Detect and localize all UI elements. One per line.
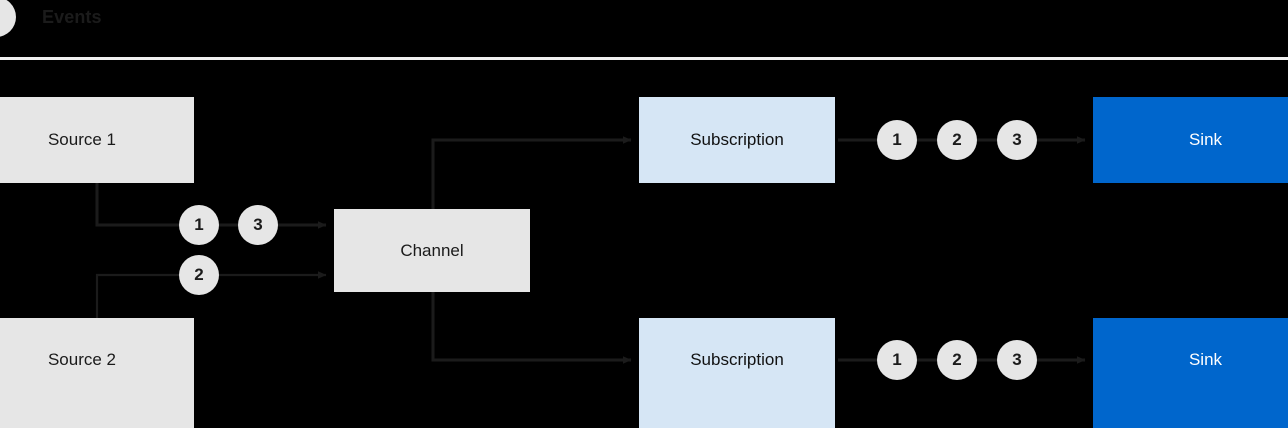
- node-subscription-top-label: Subscription: [690, 130, 784, 149]
- node-channel-label: Channel: [400, 240, 464, 260]
- node-sink-bottom-label: Sink: [1188, 350, 1223, 369]
- node-source-1[interactable]: Source 1: [0, 97, 194, 183]
- node-subscription-top[interactable]: Subscription: [639, 97, 835, 183]
- node-channel[interactable]: Channel: [334, 209, 530, 292]
- node-subscription-bottom[interactable]: Subscription: [639, 318, 835, 428]
- event-token: 2: [937, 340, 977, 380]
- legend: Events: [0, 0, 300, 37]
- node-sink-bottom[interactable]: Sink: [1093, 318, 1288, 428]
- header-divider: [0, 57, 1288, 60]
- node-source-2-label: Source 2: [47, 350, 117, 369]
- node-subscription-bottom-label: Subscription: [690, 350, 784, 369]
- node-sink-top-label: Sink: [1188, 130, 1223, 149]
- event-token: 3: [997, 340, 1037, 380]
- event-token: 3: [238, 205, 278, 245]
- node-source-2[interactable]: Source 2: [0, 318, 194, 428]
- legend-label: Events: [42, 6, 102, 27]
- event-token: 3: [997, 120, 1037, 160]
- event-token: 2: [937, 120, 977, 160]
- event-token: 1: [179, 205, 219, 245]
- node-sink-top[interactable]: Sink: [1093, 97, 1288, 183]
- event-token: 1: [877, 120, 917, 160]
- event-token-icon: [0, 0, 16, 37]
- event-token: 2: [179, 255, 219, 295]
- event-token: 1: [877, 340, 917, 380]
- node-source-1-label: Source 1: [47, 130, 117, 149]
